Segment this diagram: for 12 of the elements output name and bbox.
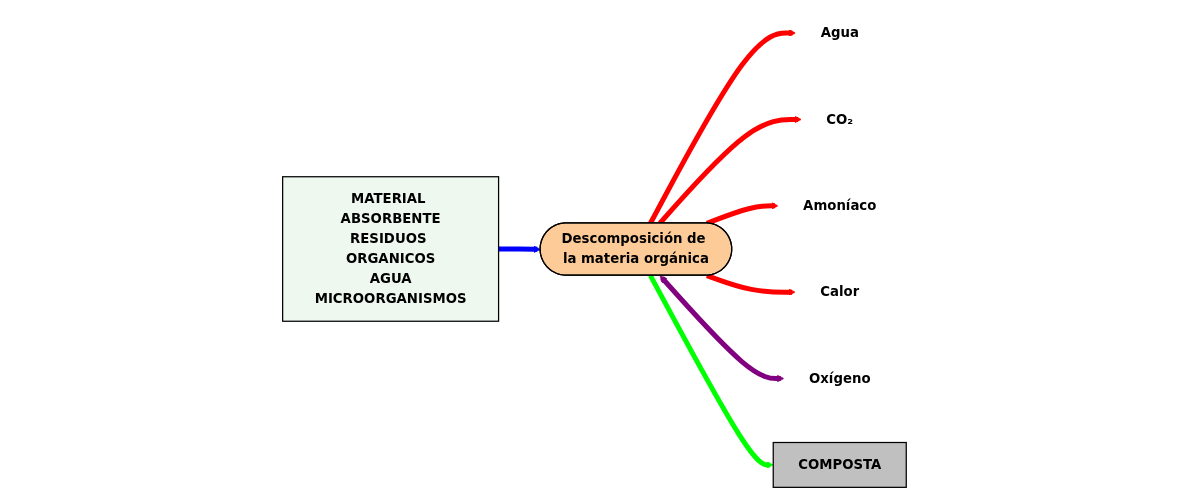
node-box: MATERIAL ABSORBENTE RESIDUOS ORGANICOS AGUA MICROORGANISMOS xyxy=(281,176,499,322)
arrow xyxy=(705,273,796,296)
arrow xyxy=(657,115,802,225)
node-text: Amoníaco xyxy=(802,197,876,214)
arrow xyxy=(647,29,796,225)
node-text: Agua xyxy=(820,24,859,41)
node-text: CO₂ xyxy=(825,111,853,127)
node-text: Calor xyxy=(819,283,859,300)
arrow xyxy=(705,202,779,226)
node-box: COMPOSTA xyxy=(772,441,907,488)
node-text: Oxígeno xyxy=(808,370,871,387)
arrow xyxy=(659,275,784,383)
